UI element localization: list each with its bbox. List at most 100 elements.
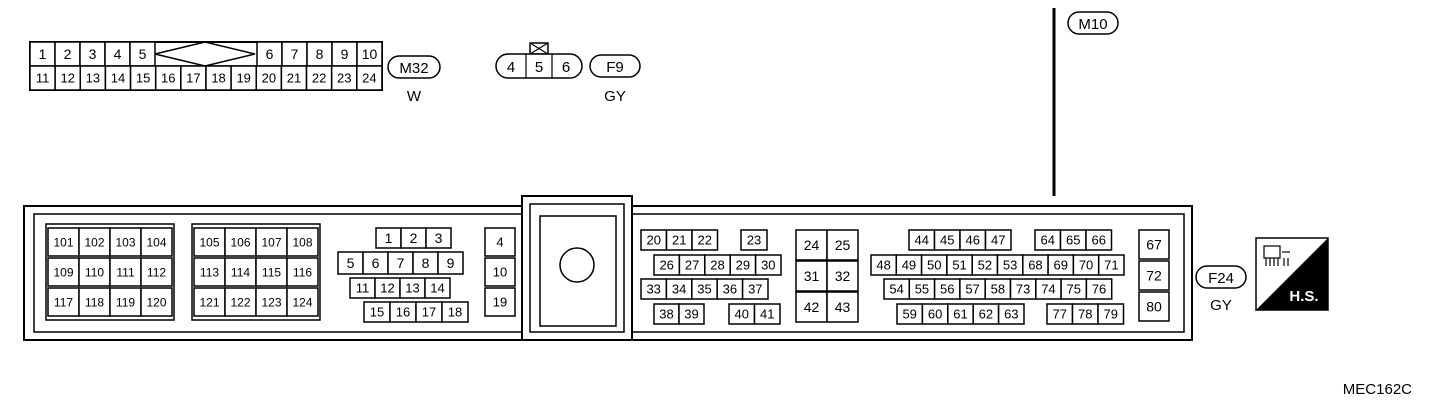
pin-12: 12 xyxy=(374,277,401,299)
pin-74: 74 xyxy=(1035,278,1062,300)
pin-label: 7 xyxy=(397,255,405,271)
pin-32: 32 xyxy=(826,260,859,292)
pin-35: 35 xyxy=(691,278,718,300)
pin-2: 2 xyxy=(54,41,81,67)
m32-lock-diamond xyxy=(154,41,256,67)
pin-59: 59 xyxy=(896,303,924,325)
pin-label: 56 xyxy=(940,282,954,297)
pin-label: 28 xyxy=(710,258,724,273)
m32-color: W xyxy=(407,88,422,105)
pin-label: 6 xyxy=(266,46,274,62)
pin-114: 114 xyxy=(224,257,257,287)
pin-label: 80 xyxy=(1146,299,1162,315)
pin-36: 36 xyxy=(716,278,744,300)
pin-16: 16 xyxy=(389,301,417,323)
pin-label: 11 xyxy=(36,71,50,86)
hs-label: H.S. xyxy=(1289,288,1318,305)
pin-label: 110 xyxy=(85,265,104,279)
f9-label: F9 xyxy=(606,59,624,76)
pin-label: 107 xyxy=(261,235,281,249)
pin-label: 63 xyxy=(1004,307,1018,322)
pin-label: 24 xyxy=(362,71,376,86)
pin-label: 30 xyxy=(761,258,775,273)
pin-label: 16 xyxy=(161,71,175,86)
pin-104: 104 xyxy=(140,227,173,257)
pin-108: 108 xyxy=(286,227,319,257)
pin-label: 14 xyxy=(111,71,125,86)
pin-13: 13 xyxy=(79,65,107,91)
pin-label: 64 xyxy=(1041,233,1055,248)
pin-17: 17 xyxy=(180,65,207,91)
pin-21: 21 xyxy=(280,65,308,91)
pin-22: 22 xyxy=(691,229,719,251)
pin-label: 8 xyxy=(316,46,324,62)
pin-31: 31 xyxy=(795,260,828,292)
pin-103: 103 xyxy=(109,227,142,257)
pin-9: 9 xyxy=(437,251,464,275)
pin-label: 76 xyxy=(1092,282,1106,297)
pin-48: 48 xyxy=(870,254,898,276)
pin-label: 29 xyxy=(736,258,750,273)
pin-label: 115 xyxy=(262,265,281,279)
pin-label: 75 xyxy=(1067,282,1081,297)
pin-label: 41 xyxy=(760,307,774,322)
pin-45: 45 xyxy=(933,229,961,251)
pin-64: 64 xyxy=(1034,229,1062,251)
pin-label: 23 xyxy=(747,233,761,248)
pin-27: 27 xyxy=(678,254,706,276)
pin-11: 11 xyxy=(349,277,376,299)
pin-65: 65 xyxy=(1059,229,1087,251)
pin-label: 16 xyxy=(396,305,410,320)
pin-66: 66 xyxy=(1085,229,1113,251)
pin-label: 32 xyxy=(835,268,851,284)
pin-44: 44 xyxy=(908,229,936,251)
pin-label: 105 xyxy=(199,235,219,249)
pin-label: 40 xyxy=(735,307,749,322)
pin-label: 118 xyxy=(85,295,104,309)
pin-label: 51 xyxy=(952,258,966,273)
pin-24: 24 xyxy=(356,65,383,91)
pin-69: 69 xyxy=(1047,254,1075,276)
pin-102: 102 xyxy=(78,227,111,257)
pin-label: 37 xyxy=(748,282,762,297)
pin-21: 21 xyxy=(665,229,693,251)
pin-7: 7 xyxy=(281,41,308,67)
pin-label: 36 xyxy=(723,282,737,297)
pin-49: 49 xyxy=(895,254,923,276)
pin-label: 123 xyxy=(261,295,281,309)
pin-label: 2 xyxy=(64,46,72,62)
pin-63: 63 xyxy=(997,303,1025,325)
pin-121: 121 xyxy=(193,287,226,317)
pin-label: 34 xyxy=(672,282,686,297)
pin-label: 3 xyxy=(435,230,443,246)
pin-9: 9 xyxy=(331,41,358,67)
pin-label: 74 xyxy=(1041,282,1055,297)
pin-label: 44 xyxy=(915,233,929,248)
pin-label: 1 xyxy=(385,230,393,246)
pin-6: 6 xyxy=(362,251,389,275)
pin-57: 57 xyxy=(959,278,986,300)
pin-101: 101 xyxy=(47,227,80,257)
pin-110: 110 xyxy=(78,257,111,287)
pin-11: 11 xyxy=(29,65,56,91)
pin-label: 21 xyxy=(287,71,301,86)
f24-label: F24 xyxy=(1208,270,1234,287)
pin-label: 2 xyxy=(410,230,418,246)
pin-18: 18 xyxy=(205,65,232,91)
figure-code: MEC162C xyxy=(1343,381,1412,398)
pin-6: 6 xyxy=(562,59,570,76)
pin-18: 18 xyxy=(441,301,469,323)
pin-label: 58 xyxy=(991,282,1005,297)
pin-58: 58 xyxy=(984,278,1012,300)
pin-label: 57 xyxy=(965,282,979,297)
pin-label: 68 xyxy=(1028,258,1042,273)
pin-label: 108 xyxy=(292,235,312,249)
pin-label: 54 xyxy=(889,282,903,297)
connector-plug-icon xyxy=(1263,245,1290,266)
pin-label: 70 xyxy=(1079,258,1093,273)
pin-label: 113 xyxy=(200,265,219,279)
pin-13: 13 xyxy=(399,277,426,299)
pin-79: 79 xyxy=(1097,303,1125,325)
pin-label: 67 xyxy=(1146,237,1162,253)
